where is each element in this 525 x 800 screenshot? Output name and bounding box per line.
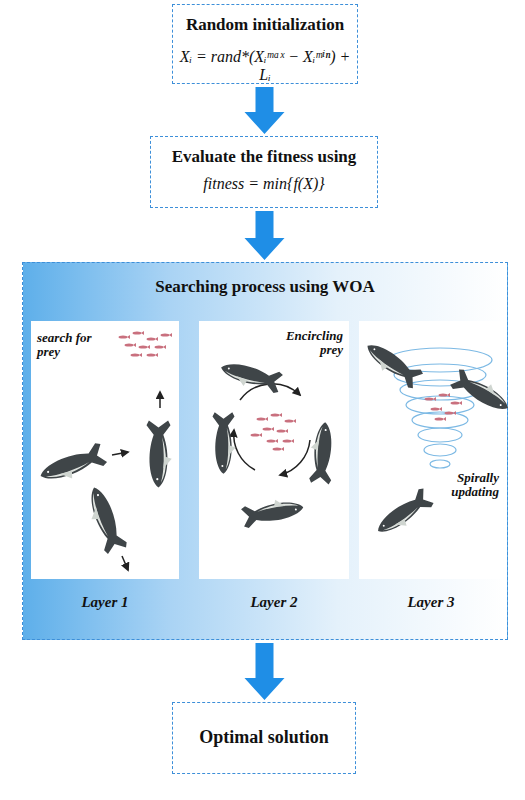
process-box: Evaluate the fitness using fitness = min{… [150, 136, 378, 208]
fish [131, 353, 143, 357]
layer-label: Layer 3 [359, 594, 503, 611]
layer-panel: Encircling preyLayer 2 [199, 321, 349, 579]
layer-label: Layer 2 [199, 594, 349, 611]
fish [161, 333, 173, 337]
fish [445, 411, 457, 415]
fish [439, 393, 451, 397]
whale [218, 357, 283, 395]
motion-arrow [159, 392, 161, 408]
layer-panel: search for preyLayer 1 [31, 321, 179, 579]
phase-label: Spirally updating [435, 471, 499, 499]
whale [361, 337, 425, 391]
whale [36, 442, 108, 489]
fish [451, 401, 463, 405]
circle-arrow [234, 430, 255, 470]
spiral-vortex [388, 348, 492, 468]
spiral-ring [424, 444, 456, 456]
process-box: Random initialization Xᵢ = rand*(Xᵢᵐᵃˣ − … [172, 4, 358, 84]
formula: fitness = min{f(X)} [151, 175, 377, 193]
fish-school [425, 393, 463, 421]
spiral-ring [430, 460, 450, 468]
flow-arrow [245, 87, 285, 134]
fish [133, 331, 145, 335]
node-title: Evaluate the fitness using [151, 147, 377, 167]
fish [431, 407, 443, 411]
phase-label: search for prey [37, 331, 97, 359]
spiral-ring [418, 428, 462, 442]
fish [267, 439, 279, 443]
spiral-ring [400, 380, 480, 400]
circle-arrow [280, 440, 310, 475]
whale [449, 367, 514, 418]
search-band: Searching process using WOA search for pr… [22, 262, 508, 640]
fish [285, 419, 297, 423]
whale [213, 412, 236, 474]
fish [119, 335, 131, 339]
flow-arrow [245, 211, 285, 260]
spiral-ring [394, 364, 486, 386]
fish [139, 345, 151, 349]
fish-school [119, 331, 173, 357]
fish [155, 345, 167, 349]
fish [263, 427, 275, 431]
fish [257, 417, 269, 421]
node-title: Searching process using WOA [23, 277, 507, 297]
spiral-ring [388, 348, 492, 372]
fish [251, 433, 263, 437]
whale [308, 421, 336, 484]
circle-arrow [240, 384, 300, 400]
fish [147, 353, 159, 357]
whale [82, 483, 129, 555]
motion-arrow [112, 452, 128, 455]
fish [273, 447, 285, 451]
spiral-ring [412, 412, 468, 428]
node-title: Optimal solution [173, 727, 355, 748]
layer-panel: Spirally updatingLayer 3 [359, 321, 503, 579]
node-title: Random initialization [173, 15, 357, 35]
whale [240, 495, 305, 528]
fish [277, 429, 289, 433]
flow-arrow [245, 643, 285, 700]
fish [125, 343, 137, 347]
phase-label: Encircling prey [273, 329, 343, 357]
fish [283, 439, 295, 443]
formula: Xᵢ = rand*(Xᵢᵐᵃˣ − Xᵢᵐⁱⁿ) + Lᵢ [173, 47, 357, 84]
fish [147, 337, 159, 341]
fish-school [251, 413, 297, 451]
whale [372, 487, 436, 541]
motion-arrow [122, 556, 128, 570]
whale [147, 420, 172, 487]
fish [435, 417, 447, 421]
fish [271, 413, 283, 417]
process-box: Optimal solution [172, 702, 356, 774]
spiral-ring [406, 396, 474, 414]
layer-label: Layer 1 [31, 594, 179, 611]
fish [425, 397, 437, 401]
